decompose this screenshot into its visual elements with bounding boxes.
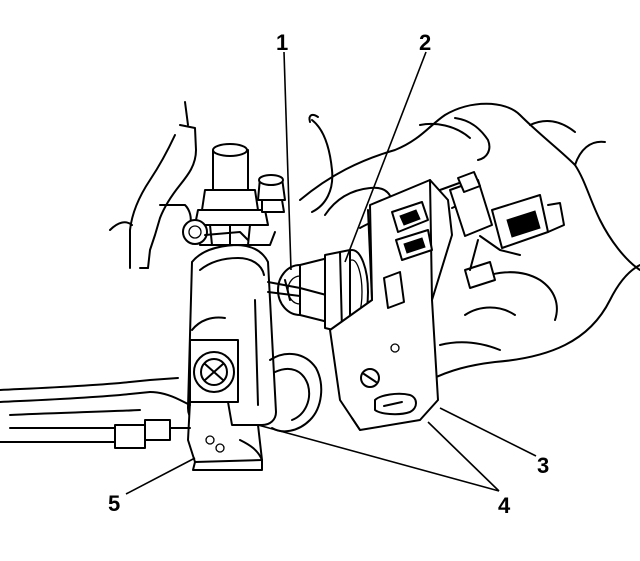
lower-bracket xyxy=(187,401,263,471)
callout-4: 4 xyxy=(498,493,511,518)
throttle-body-casting xyxy=(109,101,197,269)
callout-5: 5 xyxy=(108,491,120,516)
upper-fitting xyxy=(194,143,286,246)
hand-lower xyxy=(429,264,640,381)
cable-rods xyxy=(0,377,191,449)
callout-3: 3 xyxy=(537,453,549,478)
adjusting-screw xyxy=(182,219,249,245)
vacuum-hose xyxy=(311,119,334,213)
lever-pivot xyxy=(189,339,239,403)
sensor-housing xyxy=(324,249,369,335)
electrical-connector xyxy=(449,171,565,289)
callout-1: 1 xyxy=(276,30,288,55)
callout-2: 2 xyxy=(419,30,431,55)
leader-lines xyxy=(125,51,537,495)
throttle-drum xyxy=(269,352,323,433)
